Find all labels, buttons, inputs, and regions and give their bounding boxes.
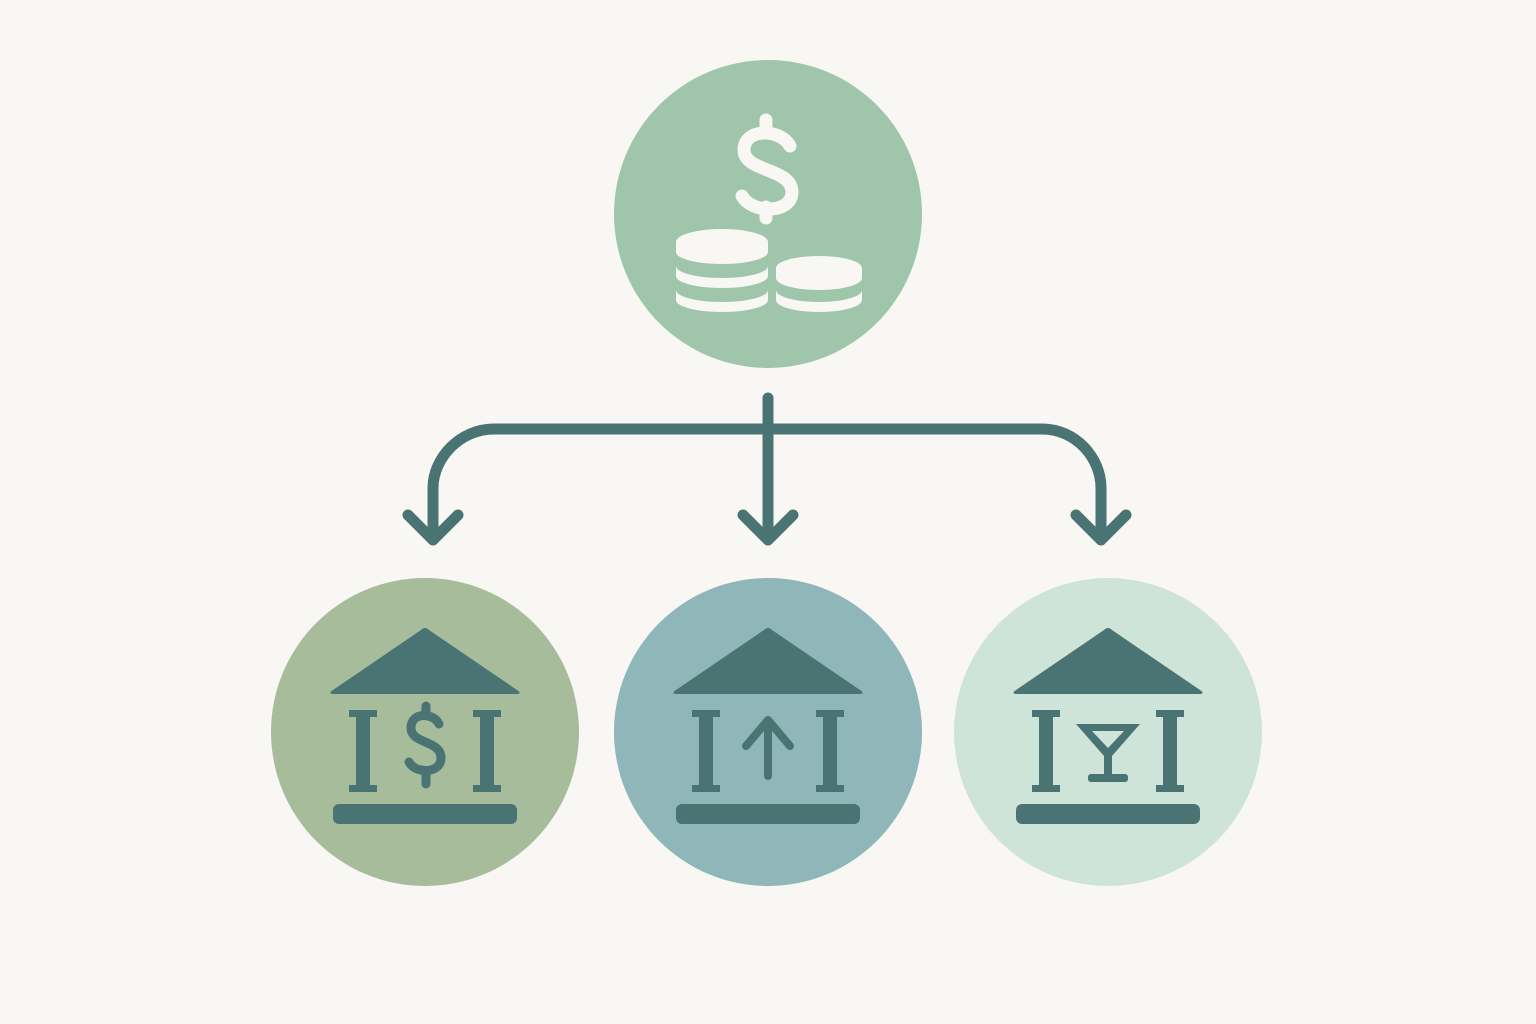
bank-column-cap-right (1156, 710, 1184, 717)
bank-node-left (271, 578, 579, 886)
arrow-down-icon-center (737, 509, 799, 546)
dollar-sign-icon (404, 701, 446, 789)
bank-column-left (699, 712, 713, 792)
dollar-sign-icon (735, 113, 799, 225)
bank-column-base-right (1156, 785, 1184, 792)
bank-column-right (823, 712, 837, 792)
bank-column-left (356, 712, 370, 792)
bank-column-base-left (349, 785, 377, 792)
bank-column-cap-left (1032, 710, 1060, 717)
bank-dollar-icon (330, 628, 520, 824)
bank-node-right (954, 578, 1262, 886)
bank-circle (271, 578, 579, 886)
bank-column-cap-right (816, 710, 844, 717)
bank-node-center (614, 578, 922, 886)
bank-column-base-right (473, 785, 501, 792)
coin-stack-right-icon (776, 256, 862, 312)
connector-branch-left (427, 423, 500, 544)
cocktail-glass-icon (1076, 724, 1140, 782)
bank-cocktail-icon (1013, 628, 1203, 824)
bank-roof-icon (330, 628, 520, 694)
bank-base-icon (1016, 804, 1200, 824)
bank-column-cap-right (473, 710, 501, 717)
bank-arrow-up-icon (673, 628, 863, 824)
bank-column-base-right (816, 785, 844, 792)
bank-base-icon (333, 804, 517, 824)
bank-roof-icon (1013, 628, 1203, 694)
connector-branch-right (1036, 423, 1107, 544)
bank-base-icon (676, 804, 860, 824)
arrow-down-icon-left (402, 509, 464, 546)
connectors (402, 392, 1132, 546)
arrow-up-icon (742, 716, 794, 780)
bank-column-base-left (692, 785, 720, 792)
bank-column-right (1163, 712, 1177, 792)
bank-column-right (480, 712, 494, 792)
bank-column-cap-left (692, 710, 720, 717)
source-node (614, 60, 922, 368)
arrow-down-icon-right (1070, 509, 1132, 546)
coins-dollar-icon (676, 113, 862, 312)
coin-stack-left-icon (676, 229, 768, 312)
bank-nodes (271, 578, 1262, 886)
bank-column-base-left (1032, 785, 1060, 792)
bank-roof-icon (673, 628, 863, 694)
bank-column-left (1039, 712, 1053, 792)
bank-column-cap-left (349, 710, 377, 717)
